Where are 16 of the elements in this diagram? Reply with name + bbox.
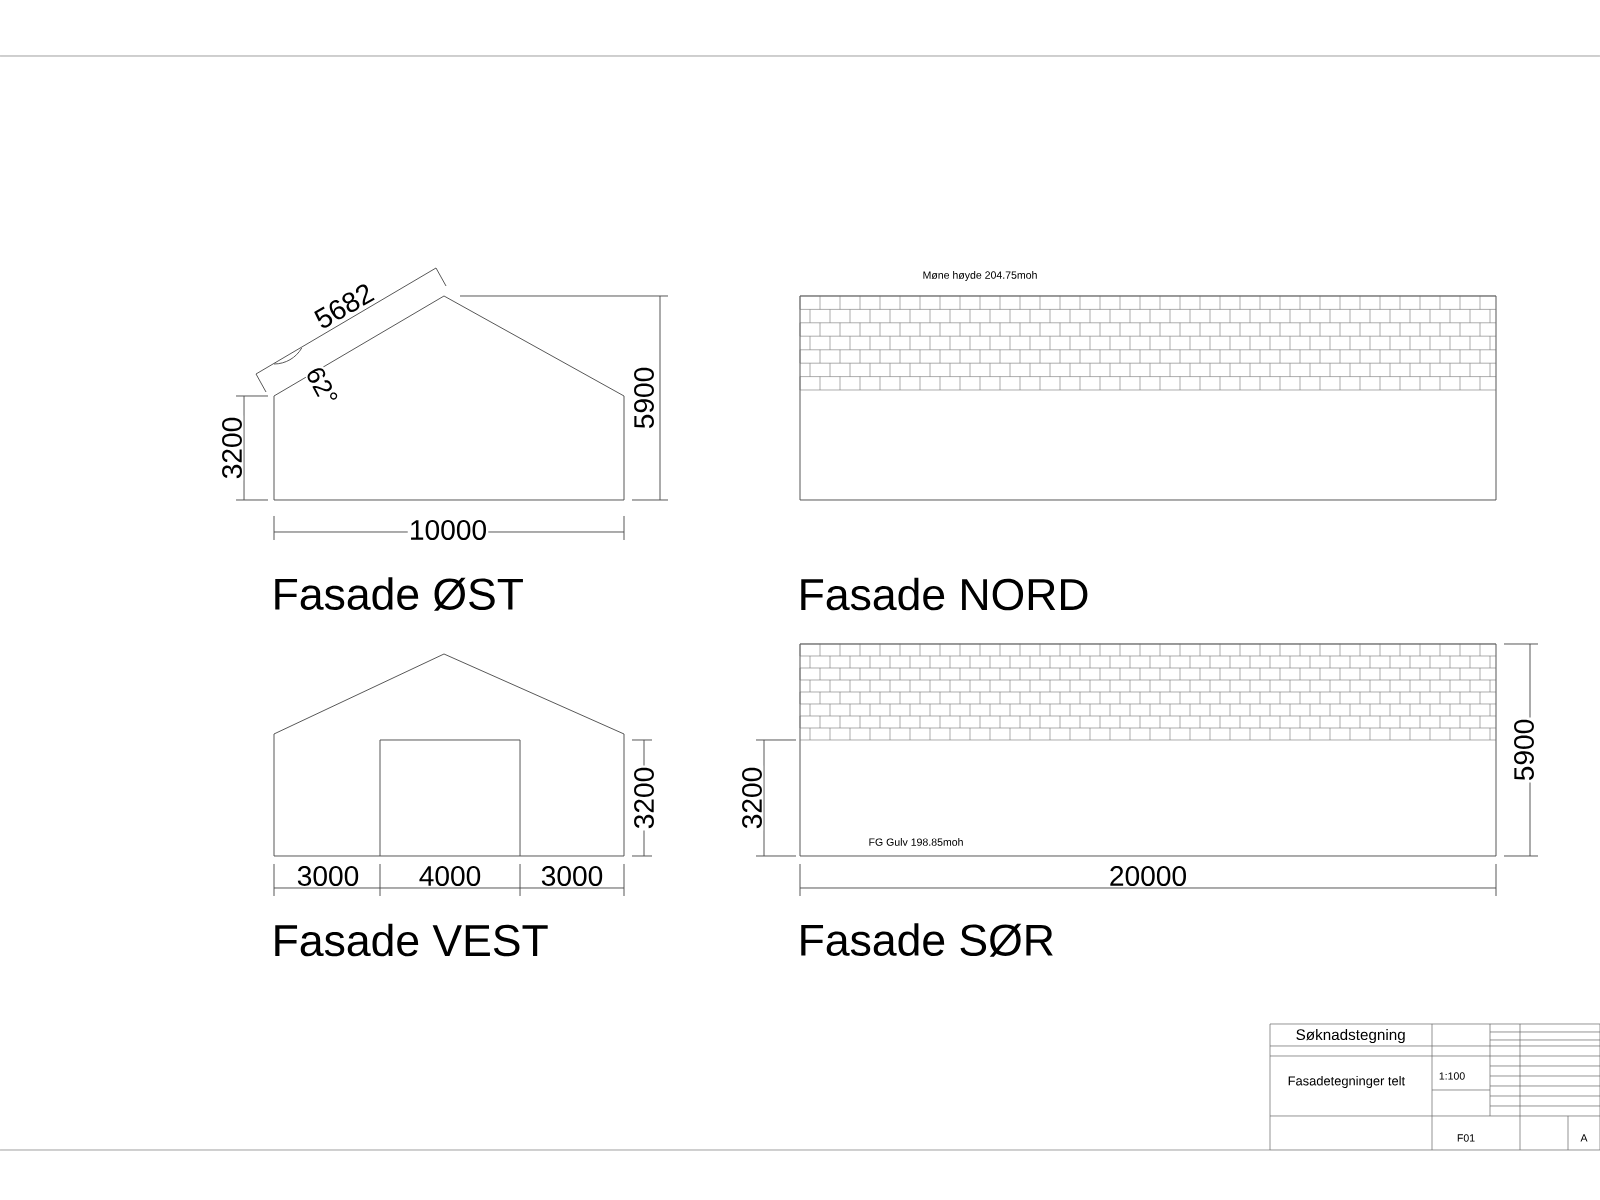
dimension-text: 10000 bbox=[407, 518, 489, 542]
dimension-text: 20000 bbox=[1107, 864, 1189, 888]
angle-text: 62° bbox=[303, 362, 341, 410]
facade-title: Fasade ØST bbox=[275, 577, 523, 611]
dimension-text: 3000 bbox=[539, 864, 605, 888]
dimension-text: 3200 bbox=[632, 765, 656, 831]
dimension-text: 3000 bbox=[295, 864, 361, 888]
dimension-text: 5900 bbox=[1512, 717, 1536, 783]
dimension-text: 3200 bbox=[740, 765, 764, 831]
dimension-text: 5900 bbox=[632, 365, 656, 431]
facade-title: Fasade VEST bbox=[275, 923, 548, 957]
dimension-text: 3200 bbox=[220, 415, 244, 481]
dimension-text: 5682 bbox=[310, 280, 378, 332]
facade-title: Fasade NORD bbox=[801, 577, 1088, 611]
dimension-text: 4000 bbox=[417, 864, 483, 888]
facade-title: Fasade SØR bbox=[801, 923, 1053, 957]
